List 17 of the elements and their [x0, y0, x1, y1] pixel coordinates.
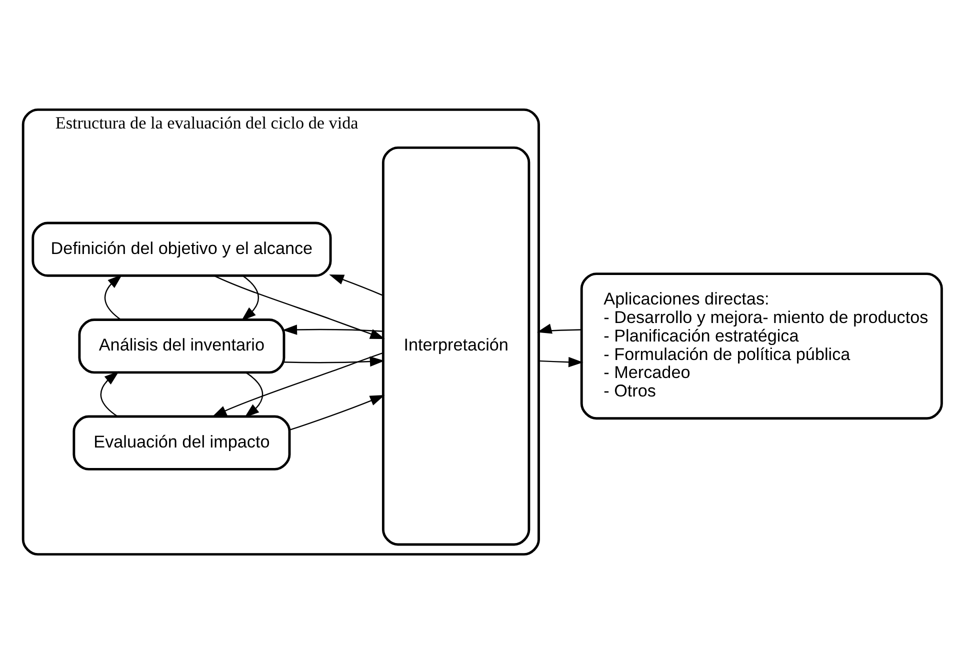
arrow — [104, 274, 122, 320]
arrow — [536, 324, 582, 334]
node-box: Aplicaciones directas: - Desarrollo y mejora- miento de productos - Planificación estratégica - Formulación de política pública - Mercadeo - Otros — [580, 272, 943, 420]
arrow — [212, 352, 384, 418]
node-box: Análisis del inventario — [78, 318, 286, 374]
arrow — [244, 372, 264, 418]
arrow — [284, 356, 385, 367]
node-box: Definición del objetivo y el alcance — [32, 222, 332, 277]
arrow — [100, 371, 120, 417]
arrow — [282, 324, 383, 335]
node-box: Evaluación del impacto — [72, 415, 291, 470]
node-box: Interpretación — [382, 146, 530, 546]
arrow — [329, 274, 384, 296]
arrow — [241, 275, 259, 321]
arrow — [538, 356, 584, 368]
arrow — [289, 395, 385, 431]
arrow — [214, 275, 385, 339]
